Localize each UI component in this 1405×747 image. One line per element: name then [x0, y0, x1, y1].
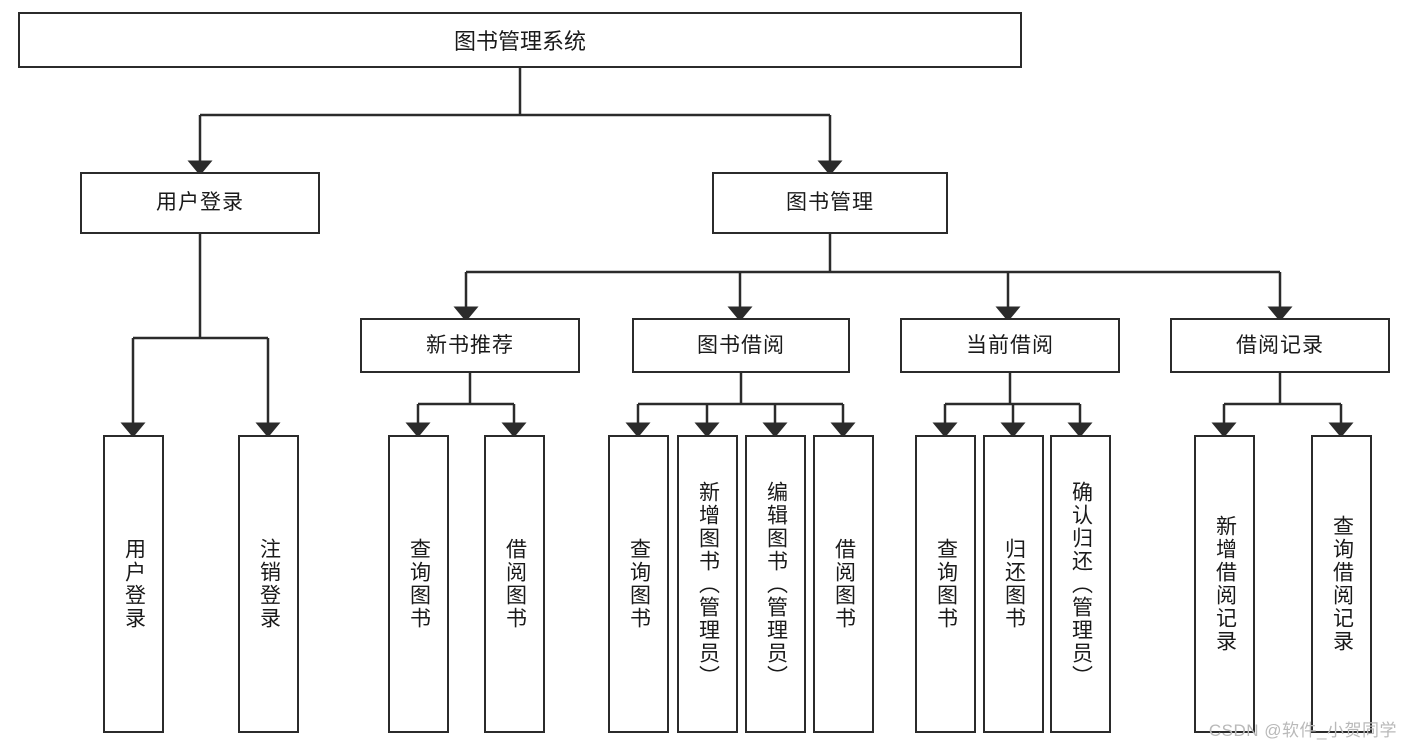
leaf-query-book-recommendation[interactable]: 查询图书 [388, 435, 449, 733]
node-user-login[interactable]: 用户登录 [80, 172, 320, 234]
node-label: 新书推荐 [426, 333, 514, 357]
node-label: 查询图书 [627, 538, 651, 630]
leaf-logout[interactable]: 注销登录 [238, 435, 299, 733]
node-label: 确认归还（管理员） [1069, 480, 1093, 688]
node-label: 归还图书 [1002, 538, 1026, 630]
leaf-edit-book-admin[interactable]: 编辑图书（管理员） [745, 435, 806, 733]
leaf-borrow-book-recommendation[interactable]: 借阅图书 [484, 435, 545, 733]
node-label: 当前借阅 [966, 333, 1054, 357]
node-root-book-management-system[interactable]: 图书管理系统 [18, 12, 1022, 68]
node-label: 图书管理 [786, 191, 874, 215]
node-book-manage[interactable]: 图书管理 [712, 172, 948, 234]
leaf-add-book-admin[interactable]: 新增图书（管理员） [677, 435, 738, 733]
leaf-query-book-borrow[interactable]: 查询图书 [608, 435, 669, 733]
leaf-borrow-book[interactable]: 借阅图书 [813, 435, 874, 733]
node-label: 借阅记录 [1236, 333, 1324, 357]
leaf-confirm-return-admin[interactable]: 确认归还（管理员） [1050, 435, 1111, 733]
node-label: 图书借阅 [697, 333, 785, 357]
leaf-query-borrow-record[interactable]: 查询借阅记录 [1311, 435, 1372, 733]
node-book-borrow[interactable]: 图书借阅 [632, 318, 850, 373]
leaf-query-book-current[interactable]: 查询图书 [915, 435, 976, 733]
node-label: 借阅图书 [832, 538, 856, 630]
node-new-book-recommendation[interactable]: 新书推荐 [360, 318, 580, 373]
node-borrow-record[interactable]: 借阅记录 [1170, 318, 1390, 373]
node-label: 新增图书（管理员） [696, 480, 720, 688]
leaf-return-book[interactable]: 归还图书 [983, 435, 1044, 733]
node-label: 借阅图书 [503, 538, 527, 630]
node-label: 查询借阅记录 [1330, 515, 1354, 653]
node-label: 注销登录 [257, 538, 281, 630]
node-label: 查询图书 [934, 538, 958, 630]
node-label: 图书管理系统 [453, 29, 586, 54]
node-label: 编辑图书（管理员） [764, 480, 788, 688]
leaf-add-borrow-record[interactable]: 新增借阅记录 [1194, 435, 1255, 733]
node-label: 新增借阅记录 [1213, 515, 1237, 653]
leaf-user-login[interactable]: 用户登录 [103, 435, 164, 733]
node-label: 用户登录 [122, 538, 146, 630]
node-label: 查询图书 [407, 538, 431, 630]
node-current-borrow[interactable]: 当前借阅 [900, 318, 1120, 373]
watermark-text: CSDN @软件_小贺同学 [1208, 721, 1397, 740]
node-label: 用户登录 [156, 191, 244, 215]
